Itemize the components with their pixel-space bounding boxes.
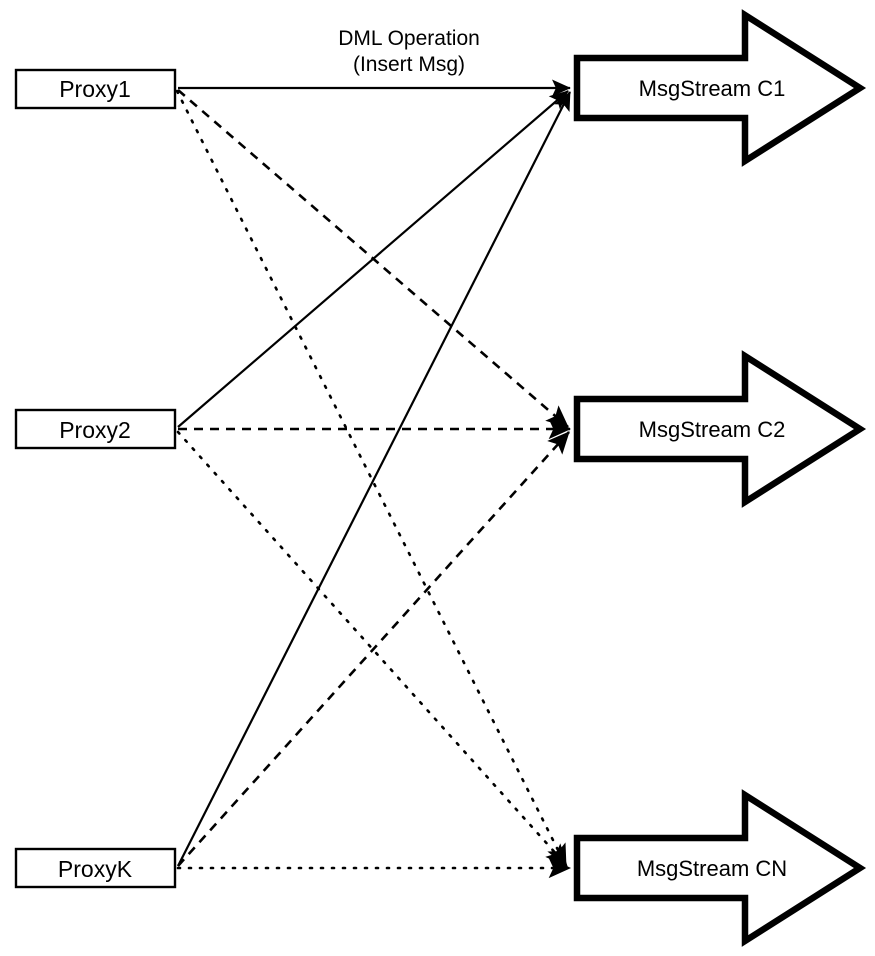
stream-c2-arrow-shape bbox=[573, 350, 867, 508]
stream-cn-arrow-shape bbox=[573, 789, 867, 947]
stream-c1-arrow-shape bbox=[573, 9, 867, 167]
proxyk-label: ProxyK bbox=[58, 856, 133, 882]
edge-proxyk-stream-c1 bbox=[177, 91, 571, 867]
edge-proxyk-stream-c2 bbox=[177, 431, 570, 867]
stream-c2-label: MsgStream C2 bbox=[639, 417, 786, 442]
proxy1-label: Proxy1 bbox=[59, 76, 131, 102]
proxy2-box bbox=[14, 408, 177, 450]
proxyk-box bbox=[14, 847, 177, 889]
node-stream-c1[interactable]: MsgStream C1 bbox=[573, 9, 867, 167]
edge-proxy2-stream-c1 bbox=[177, 90, 569, 428]
node-proxyk[interactable]: ProxyK bbox=[14, 847, 177, 889]
proxy1-box bbox=[14, 68, 177, 110]
node-stream-cn[interactable]: MsgStream CN bbox=[573, 789, 867, 947]
node-proxy2[interactable]: Proxy2 bbox=[14, 408, 177, 450]
node-stream-c2[interactable]: MsgStream C2 bbox=[573, 350, 867, 508]
edge-proxy1-stream-cn bbox=[175, 89, 568, 868]
proxy2-label: Proxy2 bbox=[59, 417, 131, 443]
edge-proxy2-stream-cn bbox=[176, 430, 569, 868]
edge-caption-line1: DML Operation bbox=[338, 27, 480, 50]
node-proxy1[interactable]: Proxy1 bbox=[14, 68, 177, 110]
stream-cn-label: MsgStream CN bbox=[637, 856, 787, 881]
stream-c1-label: MsgStream C1 bbox=[639, 76, 786, 101]
edge-caption-line2: (Insert Msg) bbox=[353, 53, 465, 76]
